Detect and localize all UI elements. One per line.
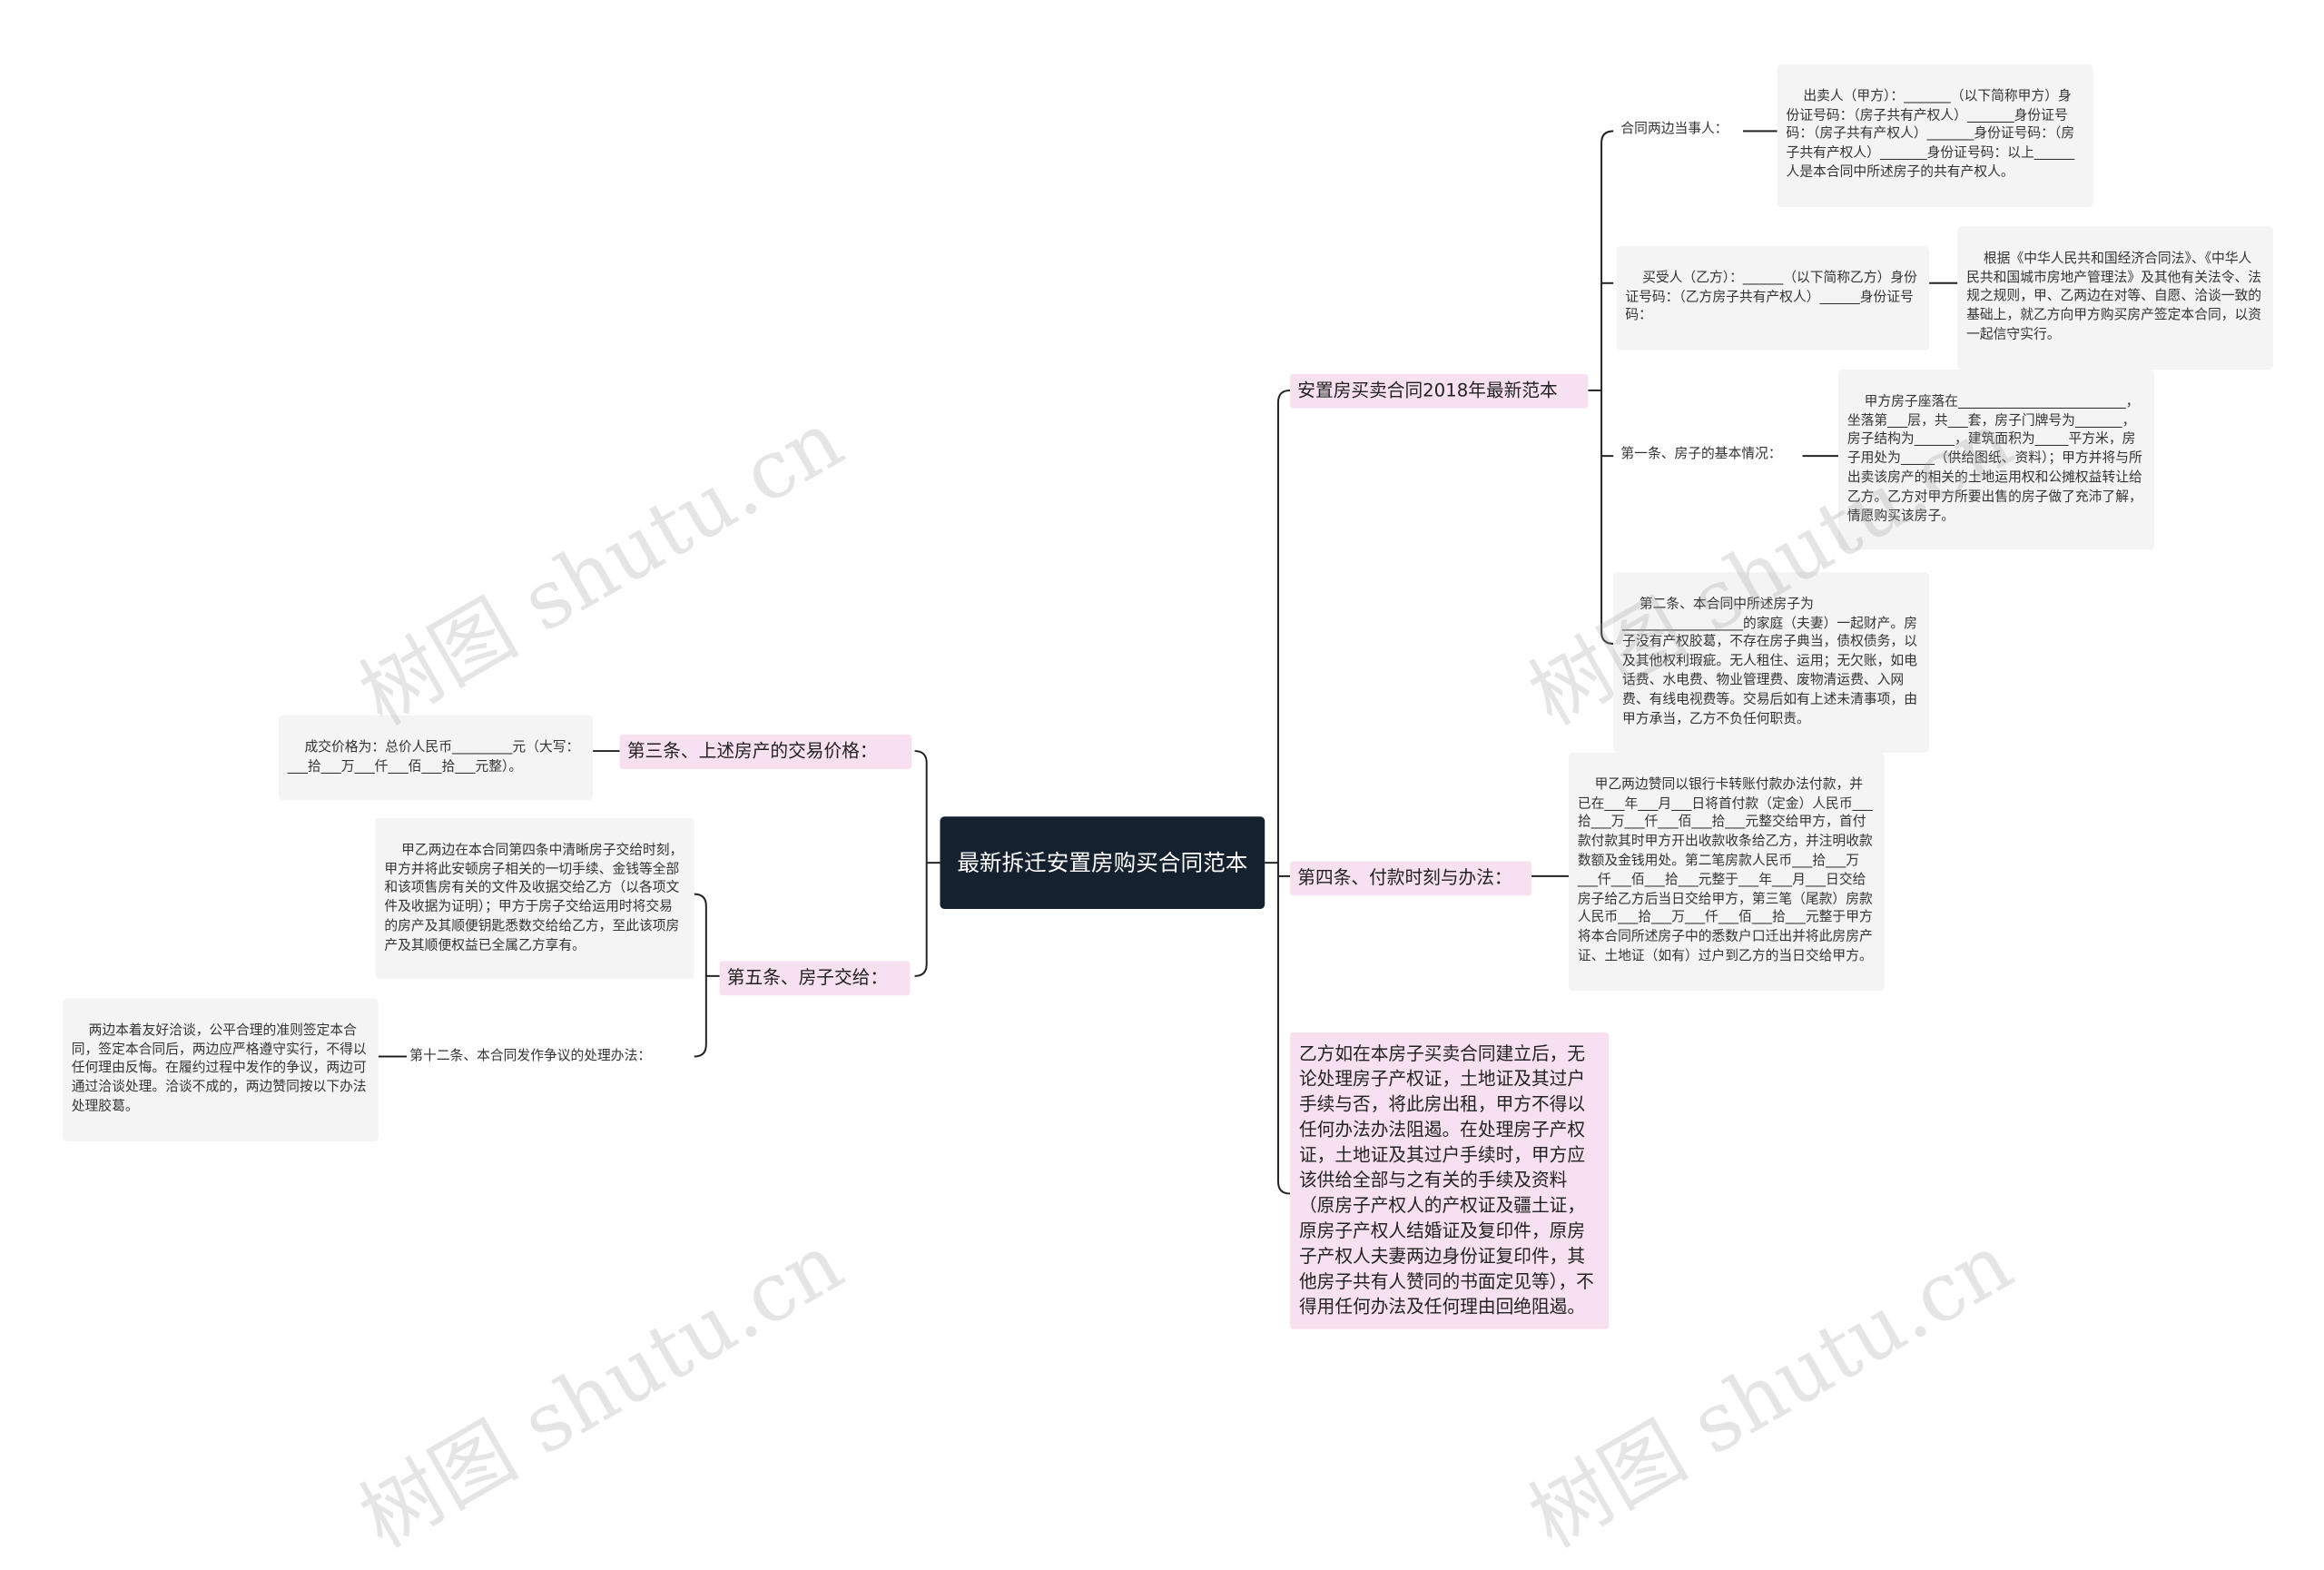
trunk-b1 <box>1600 130 1614 645</box>
leaf-delivery[interactable]: 甲乙两边在本合同第四条中清晰房子交给时刻，甲方并将此安顿房子相关的一切手续、金钱… <box>375 817 694 980</box>
branch-label: 第五条、房子交给： <box>726 967 889 988</box>
branch-price[interactable]: 第三条、上述房产的交易价格： <box>619 735 912 769</box>
sub-label: 第十二条、本合同发作争议的处理办法： <box>409 1049 652 1064</box>
leaf-text: 甲方房子座落在_________________________，坐落第___层… <box>1846 394 2142 524</box>
leaf-house-info[interactable]: 甲方房子座落在_________________________，坐落第___层… <box>1837 369 2154 550</box>
sub-article-2[interactable]: 第二条、本合同中所述房子为__________________的家庭（夫妻）一起… <box>1613 572 1930 753</box>
leaf-price[interactable]: 成交价格为：总价人民币_________元（大写：___拾___万___仟___… <box>278 715 594 801</box>
leaf-seller[interactable]: 出卖人（甲方）：_______（以下简称甲方）身份证号码：（房子共有产权人）__… <box>1777 64 2093 207</box>
branch-label: 第三条、上述房产的交易价格： <box>626 740 878 762</box>
branch-rental-clause[interactable]: 乙方如在本房子买卖合同建立后，无论处理房子产权证，土地证及其过户手续与否，将此房… <box>1290 1032 1610 1329</box>
leaf-text: 两边本着友好洽谈，公平合理的准则签定本合同，签定本合同后，两边应严格遵守实行，不… <box>71 1023 367 1115</box>
leaf-dispute[interactable]: 两边本着友好洽谈，公平合理的准则签定本合同，签定本合同后，两边应严格遵守实行，不… <box>62 998 379 1141</box>
sub-article-1[interactable]: 第一条、房子的基本情况： <box>1620 446 1781 465</box>
sub-article-12[interactable]: 第十二条、本合同发作争议的处理办法： <box>409 1048 651 1067</box>
connector-lines <box>378 130 1958 1195</box>
sub-label: 第一条、房子的基本情况： <box>1620 447 1782 462</box>
leaf-text: 成交价格为：总价人民币_________元（大写：___拾___万___仟___… <box>287 740 580 775</box>
leaf-text: 根据《中华人民共和国经济合同法》、《中华人民共和国城市房地产管理法》及其他有关法… <box>1966 251 2262 343</box>
mind-map-canvas: 最新拆迁安置房购买合同范本 安置房买卖合同2018年最新范本 第四条、付款时刻与… <box>62 64 2274 1565</box>
branch-delivery[interactable]: 第五条、房子交给： <box>719 961 911 996</box>
leaf-legal-basis[interactable]: 根据《中华人民共和国经济合同法》、《中华人民共和国城市房地产管理法》及其他有关法… <box>1957 226 2274 370</box>
leaf-text: 甲乙两边赞同以银行卡转账付款办法付款，并已在___年___月___日将首付款（定… <box>1577 777 1873 964</box>
trunk-right <box>1276 389 1291 1195</box>
leaf-payment-details[interactable]: 甲乙两边赞同以银行卡转账付款办法付款，并已在___年___月___日将首付款（定… <box>1568 752 1885 991</box>
sub-buyer[interactable]: 买受人（乙方）：______（以下简称乙方）身份证号码：（乙方房子共有产权人）_… <box>1616 245 1930 351</box>
sub-label: 合同两边当事人： <box>1620 122 1728 137</box>
branch-label: 安置房买卖合同2018年最新范本 <box>1297 380 1558 401</box>
leaf-text: 甲乙两边在本合同第四条中清晰房子交给时刻，甲方并将此安顿房子相关的一切手续、金钱… <box>384 843 684 953</box>
sub-label: 买受人（乙方）：______（以下简称乙方）身份证号码：（乙方房子共有产权人）_… <box>1625 271 1917 324</box>
branch-contract-template[interactable]: 安置房买卖合同2018年最新范本 <box>1290 373 1589 409</box>
sub-label: 第二条、本合同中所述房子为__________________的家庭（夫妻）一起… <box>1622 597 1917 727</box>
trunk-b5 <box>694 893 707 1058</box>
root-topic[interactable]: 最新拆迁安置房购买合同范本 <box>940 816 1265 910</box>
branch-label: 乙方如在本房子买卖合同建立后，无论处理房子产权证，土地证及其过户手续与否，将此房… <box>1298 1042 1594 1318</box>
branch-label: 第四条、付款时刻与办法： <box>1297 867 1512 889</box>
leaf-text: 出卖人（甲方）：_______（以下简称甲方）身份证号码：（房子共有产权人）__… <box>1786 89 2075 181</box>
trunk-left <box>914 750 928 977</box>
sub-parties[interactable]: 合同两边当事人： <box>1620 121 1728 140</box>
branch-payment[interactable]: 第四条、付款时刻与办法： <box>1290 861 1531 896</box>
root-title: 最新拆迁安置房购买合同范本 <box>957 849 1248 876</box>
